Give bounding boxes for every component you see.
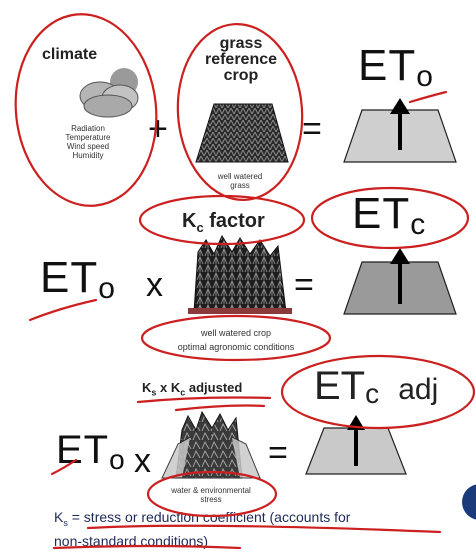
ks-mid: x K (156, 380, 181, 395)
kc-rest: factor (203, 210, 265, 232)
ks-symbol: K (54, 509, 64, 525)
grass-crop-image (195, 103, 289, 163)
eto-sub: o (109, 444, 126, 475)
equals-sign-1: = (302, 110, 322, 148)
stressed-crop-image (161, 410, 261, 479)
stress-coefficient-note: Ks = stress or reduction coefficient (ac… (54, 508, 464, 550)
kc-sub: c (180, 387, 186, 398)
logo-partial-shape (462, 484, 476, 520)
eto-left-2: ETo (40, 253, 116, 306)
etc-adj-main: ET (314, 364, 366, 408)
grass-label-line: crop (223, 67, 259, 84)
etc-adj-result-label: ETc adj (314, 366, 438, 410)
cloud-icon (79, 68, 139, 118)
climate-var: Wind speed (66, 142, 110, 151)
climate-var: Temperature (65, 133, 111, 142)
stress-caption-line: water & environmental (171, 486, 251, 495)
crop-caption-line: well watered crop (200, 328, 272, 338)
crop-caption: well watered crop optimal agronomic cond… (148, 326, 324, 354)
ks-rest: adjusted (185, 380, 243, 395)
ks-symbol-sub: s (63, 517, 68, 528)
note-line-2: non-standard conditions) (54, 532, 209, 549)
times-sign-3: x (134, 442, 151, 480)
climate-vars: Radiation Temperature Wind speed Humidit… (48, 124, 128, 160)
eto-result-1: ETo (358, 41, 434, 94)
ks-sub: s (151, 387, 157, 398)
note-text-1: = stress or reduction coefficient (accou… (67, 509, 351, 525)
climate-label: climate (42, 46, 98, 63)
crop-caption-line: optimal agronomic conditions (177, 342, 295, 352)
etc-sub: c (410, 208, 427, 241)
etc-result-label: ETc (352, 189, 427, 242)
note-line-1: Ks = stress or reduction coefficient (ac… (54, 508, 464, 532)
et-surface-icon-3 (305, 415, 407, 475)
climate-var: Humidity (72, 151, 104, 160)
et-surface-icon-2 (343, 248, 457, 315)
grass-caption-line: well watered (217, 172, 263, 181)
crop-field-image (188, 234, 292, 314)
eto-main: ET (56, 428, 110, 472)
grass-reference-label: grass reference crop (196, 36, 286, 84)
climate-var: Radiation (71, 124, 105, 133)
stress-caption: water & environmental stress (156, 486, 266, 504)
ks-main: K (142, 380, 152, 395)
eto-left-3: ETo (56, 428, 126, 476)
grass-label-line: reference (204, 51, 278, 68)
eto-sub: o (98, 272, 116, 305)
plus-sign: + (148, 110, 168, 148)
eto-sub: o (416, 60, 434, 93)
eto-main: ET (358, 41, 417, 90)
etc-adj-rest: adj (398, 373, 439, 406)
etc-main: ET (352, 189, 411, 238)
ks-kc-adjusted-label: Ks x Kc adjusted (142, 380, 242, 398)
kc-main: K (182, 210, 197, 232)
grass-caption-line: grass (230, 181, 250, 190)
stress-caption-line: stress (200, 495, 222, 504)
eto-main: ET (40, 253, 99, 302)
ks-underline (136, 396, 272, 404)
equals-sign-3: = (268, 434, 288, 472)
grass-caption: well watered grass (210, 172, 270, 190)
grass-label-line: grass (219, 35, 263, 52)
et-surface-icon-1 (343, 98, 457, 163)
etc-adj-sub: c (365, 378, 380, 409)
times-sign-2: x (146, 266, 163, 304)
equals-sign-2: = (294, 266, 314, 304)
